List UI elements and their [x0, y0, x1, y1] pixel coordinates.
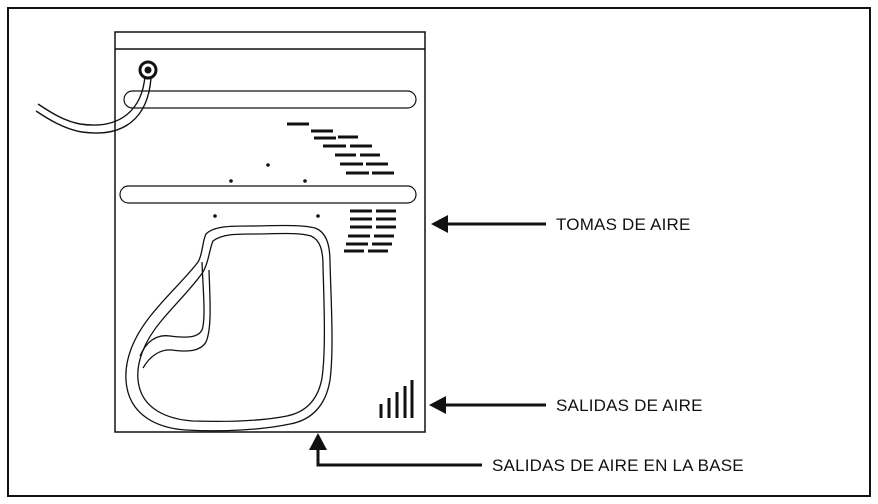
air-outlet-bars — [379, 380, 414, 418]
callout-arrows — [309, 215, 546, 467]
appliance-outline — [114, 31, 426, 433]
screw-dot — [266, 163, 270, 167]
air-intake-vents — [344, 209, 396, 253]
boot-fold-line — [139, 261, 205, 357]
label-air-intakes: TOMAS DE AIRE — [556, 215, 691, 234]
power-cord — [37, 75, 146, 126]
top-slot — [123, 90, 417, 109]
screw-dot — [229, 179, 233, 183]
power-cord-outer — [35, 77, 152, 134]
appliance-body — [35, 31, 426, 433]
label-base-air-outlets: SALIDAS DE AIRE EN LA BASE — [492, 456, 744, 475]
screw-dot — [213, 214, 217, 218]
upper-vent-pattern — [287, 122, 394, 175]
boot-opening — [125, 224, 333, 432]
outer-border — [7, 7, 871, 497]
air-intakes-arrowhead — [431, 215, 448, 233]
middle-slot — [119, 185, 417, 204]
base-outlets-arrowhead — [309, 433, 327, 450]
cord-socket-inner — [144, 66, 152, 74]
screw-dot — [316, 214, 320, 218]
air-outlets-arrowhead — [429, 396, 446, 414]
boot-outer-outline — [125, 224, 333, 432]
label-air-outlets: SALIDAS DE AIRE — [556, 396, 703, 415]
cord-socket — [138, 60, 158, 80]
boot-fold-line-inner — [142, 269, 211, 369]
boot-inner-outline — [137, 232, 326, 422]
screw-dot — [303, 179, 307, 183]
base-outlets-arrow-line — [316, 448, 482, 467]
